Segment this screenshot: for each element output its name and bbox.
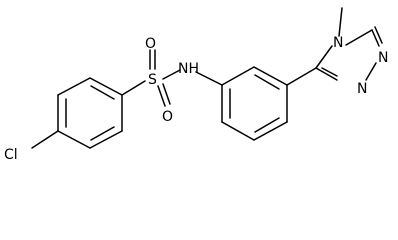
atom-label-cl: Cl bbox=[4, 147, 18, 163]
atom-label-n-right: N bbox=[378, 50, 388, 66]
atom-label-nh: NH bbox=[178, 61, 199, 77]
structure-diagram: Cl S O O NH N N N bbox=[4, 7, 388, 163]
s-n-bond bbox=[162, 69, 181, 80]
triazole-ring bbox=[315, 26, 383, 81]
c-s-bond bbox=[121, 80, 146, 96]
s-o-top-double-bond bbox=[149, 49, 156, 70]
atom-label-n-methyl: N bbox=[333, 35, 343, 51]
chlorobenzene-ring bbox=[57, 77, 123, 149]
s-o-bottom-double-bond bbox=[157, 83, 171, 107]
c-cl-bond bbox=[31, 130, 59, 149]
atom-label-o-top: O bbox=[145, 36, 156, 52]
atom-label-o-bottom: O bbox=[162, 109, 173, 125]
atom-label-s: S bbox=[148, 72, 157, 88]
n-c-bond bbox=[195, 71, 223, 86]
ring-triazole-bond bbox=[286, 67, 317, 86]
middle-benzene-ring bbox=[221, 66, 288, 141]
n-methyl-bond bbox=[338, 7, 343, 37]
atom-label-n-bottom: N bbox=[357, 81, 367, 97]
